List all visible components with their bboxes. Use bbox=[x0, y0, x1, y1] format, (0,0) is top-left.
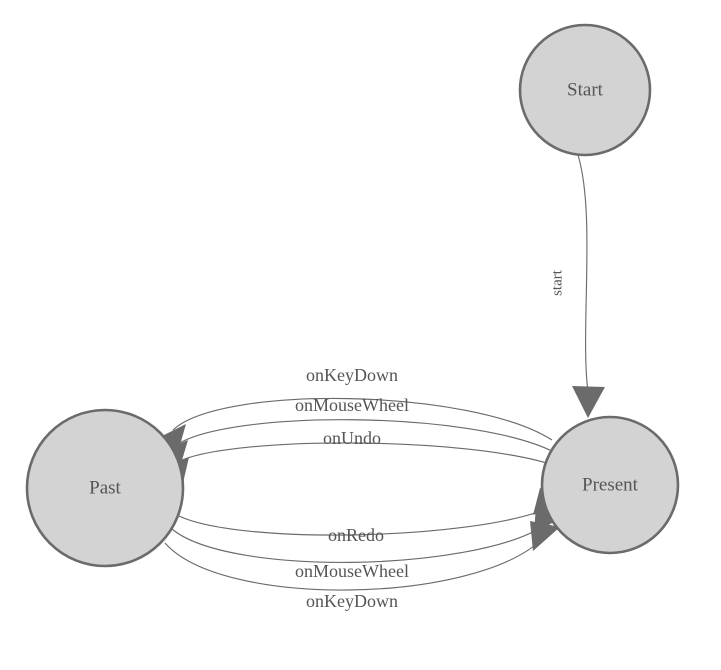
edge-past-to-present-onmousewheel[interactable]: onMouseWheel bbox=[171, 505, 565, 581]
edge-start-to-present-path bbox=[577, 154, 589, 393]
edge-label-start: start bbox=[549, 269, 565, 296]
edge-label-present-past-onundo: onUndo bbox=[323, 428, 381, 448]
node-start-circle[interactable] bbox=[518, 23, 652, 157]
node-present[interactable]: Present bbox=[540, 415, 680, 555]
edge-past-to-present-onredo-path bbox=[176, 508, 547, 536]
node-past[interactable]: Past bbox=[25, 408, 185, 568]
edge-start-to-present-arrowhead bbox=[572, 386, 605, 418]
edge-present-to-past-onundo-path bbox=[177, 442, 557, 467]
edge-past-to-present-onkeydown-arrowhead bbox=[530, 521, 560, 551]
edge-label-past-present-onmousewheel: onMouseWheel bbox=[295, 561, 409, 581]
node-past-circle[interactable] bbox=[25, 408, 185, 568]
edge-past-to-present-onkeydown-path bbox=[164, 540, 541, 591]
edge-label-present-past-onkeydown: onKeyDown bbox=[306, 365, 398, 385]
edge-start-to-present[interactable]: start bbox=[549, 154, 605, 418]
edge-present-to-past-onkeydown-path bbox=[172, 397, 553, 441]
edge-past-to-present-onmousewheel-path bbox=[171, 525, 545, 563]
edge-present-to-past-onmousewheel-path bbox=[174, 419, 555, 453]
node-present-circle[interactable] bbox=[540, 415, 680, 555]
edge-present-to-past-onkeydown[interactable]: onKeyDown bbox=[152, 365, 553, 452]
edge-present-to-past-onundo[interactable]: onUndo bbox=[155, 428, 557, 483]
edge-present-to-past-onmousewheel[interactable]: onMouseWheel bbox=[153, 395, 555, 467]
edge-label-past-present-onkeydown: onKeyDown bbox=[306, 591, 398, 611]
edge-past-to-present-onredo[interactable]: onRedo bbox=[176, 488, 567, 545]
node-start[interactable]: Start bbox=[518, 23, 652, 157]
